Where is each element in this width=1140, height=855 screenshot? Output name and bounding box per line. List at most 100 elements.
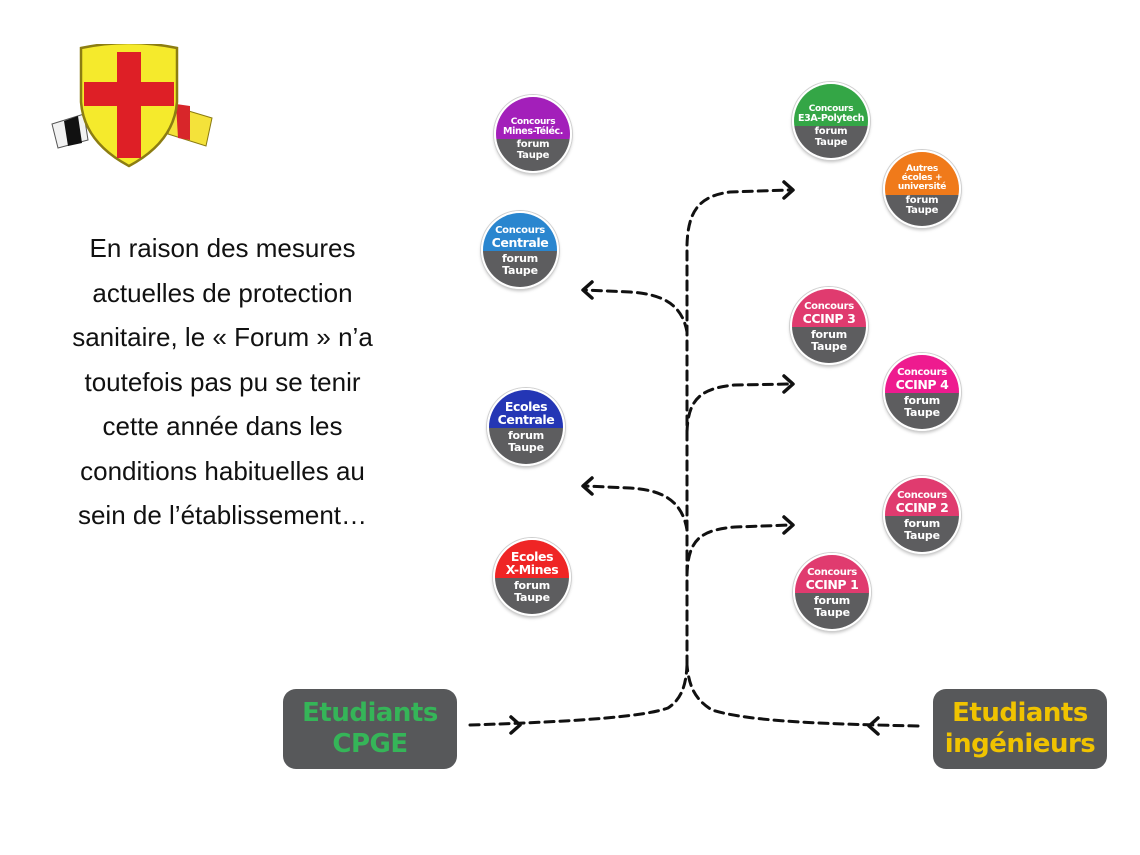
node-top: Autres écoles + université [885,152,959,195]
node-forum: forum [516,139,550,151]
node-bottom: forum Taupe [496,139,570,171]
node-ecoles-centrale[interactable]: Ecoles Centrale forum Taupe [487,388,565,466]
node-bottom: forum Taupe [489,428,563,464]
intro-text: En raison des mesures actuelles de prote… [30,226,415,538]
intro-line: conditions habituelles au [80,455,365,486]
node-taupe: Taupe [904,529,940,543]
node-bottom: forum Taupe [483,251,557,287]
node-taupe: Taupe [814,136,848,148]
node-top: Ecoles Centrale [489,390,563,429]
node-label: Autres [906,163,938,174]
node-forum: forum [513,579,551,593]
node-ccinp3[interactable]: Concours CCINP 3 forum Taupe [790,287,868,365]
box-label: ingénieurs [944,729,1096,759]
node-taupe: Taupe [814,606,850,620]
node-top: Concours Centrale [483,213,557,252]
arrow-cpge [468,663,689,727]
node-taupe: Taupe [514,591,550,605]
intro-line: sanitaire, le « Forum » n’a [72,322,373,352]
intro-line: actuelles de protection [92,277,353,308]
node-e3a-polytech[interactable]: Concours E3A-Polytech forum Taupe [792,82,870,160]
branch-e3a [685,188,792,247]
arrowhead-ingenieurs [867,716,880,736]
node-forum: forum [813,594,851,608]
node-label: CCINP 3 [802,311,856,327]
intro-line: cette année dans les [102,411,343,441]
node-label: Concours [804,300,854,312]
arrowhead-e3a [782,180,795,200]
node-bottom: forum Taupe [885,194,959,226]
branch-centrale [583,288,689,334]
node-label: Concours [495,224,545,236]
node-label: Concours [897,489,947,501]
arrowhead-centrale [581,280,594,300]
arrowhead-ccinp-upper [782,374,795,394]
node-bottom: forum Taupe [795,593,869,629]
node-ccinp1[interactable]: Concours CCINP 1 forum Taupe [793,553,871,631]
node-label: CCINP 1 [805,577,859,593]
node-ccinp4[interactable]: Concours CCINP 4 forum Taupe [883,353,961,431]
node-autres[interactable]: Autres écoles + université forum Taupe [883,150,961,228]
box-label: Etudiants [302,698,438,729]
intro-line: En raison des mesures [89,233,356,263]
node-bottom: forum Taupe [794,126,868,158]
node-label: Concours [807,566,857,578]
node-label: Centrale [491,235,549,251]
node-taupe: Taupe [516,149,550,161]
node-forum: forum [905,194,939,206]
node-bottom: forum Taupe [495,578,569,614]
node-taupe: Taupe [811,340,847,354]
node-top: Concours E3A-Polytech [794,84,868,127]
box-label: CPGE [332,729,408,759]
box-etudiants-ingenieurs[interactable]: Etudiants ingénieurs [933,689,1107,769]
box-label: Etudiants [952,698,1088,729]
node-taupe: Taupe [508,441,544,455]
node-taupe: Taupe [905,205,939,217]
branch-ecoles-centrale [583,484,689,532]
node-label: Centrale [497,412,555,428]
node-bottom: forum Taupe [885,393,959,429]
arrowhead-ccinp-lower [782,515,795,535]
box-etudiants-cpge[interactable]: Etudiants CPGE [283,689,457,769]
node-x-mines[interactable]: Ecoles X-Mines forum Taupe [493,538,571,616]
node-forum: forum [810,328,848,342]
branch-ccinp-lower [685,523,792,577]
crest-logo-icon [51,44,213,168]
node-label: CCINP 2 [895,500,949,516]
arrowhead-ecoles-centrale [581,476,594,496]
node-taupe: Taupe [904,406,940,420]
intro-line: sein de l’établissement… [77,500,368,530]
branch-ccinp-upper [685,382,792,434]
node-label: E3A-Polytech [798,113,864,125]
arrowhead-cpge [509,715,522,735]
node-label: Concours [808,103,854,114]
node-label: Ecoles [504,399,548,415]
node-label: université [897,182,947,193]
node-forum: forum [903,394,941,408]
node-label: Mines-Téléc. [503,126,563,138]
node-label: Ecoles [510,549,554,565]
node-centrale[interactable]: Concours Centrale forum Taupe [481,211,559,289]
node-forum: forum [903,517,941,531]
node-ccinp2[interactable]: Concours CCINP 2 forum Taupe [883,476,961,554]
arrow-ingenieurs [685,663,920,728]
node-top: Concours CCINP 3 [792,289,866,328]
node-forum: forum [814,126,848,138]
node-bottom: forum Taupe [885,516,959,552]
node-forum: forum [507,429,545,443]
node-taupe: Taupe [502,264,538,278]
node-top: Ecoles X-Mines [495,540,569,579]
node-label: écoles + [901,173,943,184]
node-label: CCINP 4 [895,377,949,393]
node-mines-telecom[interactable]: Concours Mines-Téléc. forum Taupe [494,95,572,173]
node-label: X-Mines [505,562,559,578]
node-label: Concours [510,116,556,127]
node-top: Concours CCINP 4 [885,355,959,394]
node-top: Concours CCINP 1 [795,555,869,594]
node-label: Concours [897,366,947,378]
node-forum: forum [501,252,539,266]
node-top: Concours CCINP 2 [885,478,959,517]
node-top: Concours Mines-Téléc. [496,97,570,140]
node-bottom: forum Taupe [792,327,866,363]
